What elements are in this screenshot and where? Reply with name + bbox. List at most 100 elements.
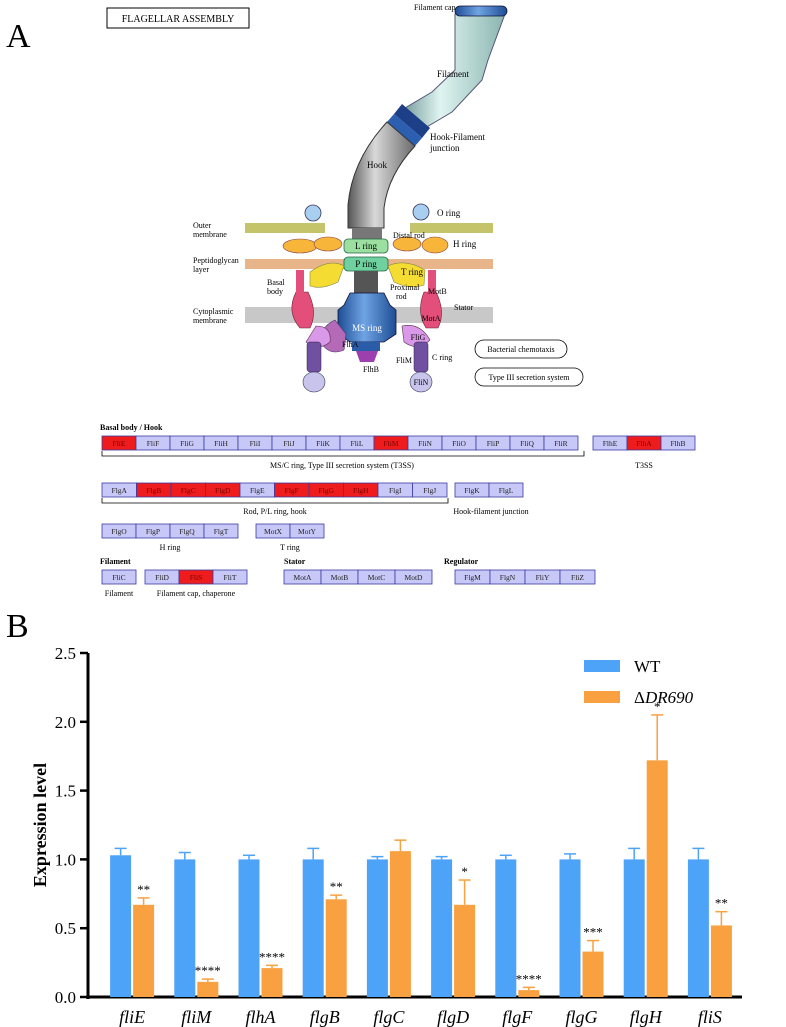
outer-membrane-label-2: membrane [193, 230, 227, 239]
gene-label-flif: FliF [147, 439, 160, 448]
stator-left [291, 291, 314, 329]
significance-label: *** [583, 925, 603, 940]
filament-cap-label: Filament cap [414, 3, 456, 12]
bracket-rod [101, 498, 449, 504]
junction-label-2: junction [429, 143, 460, 153]
title-box [106, 7, 250, 29]
t-ring-right [387, 262, 426, 288]
bar-mutant-flgB [325, 899, 347, 997]
x-tick-label: flgB [310, 1007, 340, 1027]
gene-label-flhe: FlhE [603, 439, 618, 448]
significance-label: * [461, 864, 468, 879]
section-regulator: Regulator [444, 557, 479, 566]
caption-ms-c-ring: MS/C ring, Type III secretion system (T3… [270, 461, 414, 470]
gene-box-moty [289, 523, 325, 539]
flim-label: FliM [396, 356, 412, 365]
gene-label-motb: MotB [331, 573, 349, 582]
gene-label-flgh: FlgH [353, 486, 369, 495]
gene-label-flgp: FlgP [146, 527, 160, 536]
gene-label-flgi: FlgI [389, 486, 402, 495]
bar-wt-flgB [302, 859, 324, 997]
significance-label: ** [137, 882, 150, 897]
peptidoglycan-label-2: layer [193, 265, 209, 274]
caption-t-ring: T ring [280, 543, 300, 552]
bracket-ms-c [101, 451, 585, 457]
bar-mutant-fliS [710, 925, 732, 997]
ms-ring-label: MS ring [352, 323, 382, 333]
significance-label: ** [715, 896, 728, 911]
x-tick-label: flgG [565, 1007, 597, 1027]
caption-h-ring: H ring [160, 543, 181, 552]
outer-membrane-label-1: Outer [193, 221, 212, 230]
gene-label-motx: MotX [264, 527, 283, 536]
proximal-rod-label-2: rod [396, 292, 407, 301]
significance-label: **** [516, 971, 542, 986]
gene-box-flic [101, 569, 137, 585]
gene-label-flii: FliI [250, 439, 261, 448]
bar-mutant-fliM [197, 981, 219, 997]
bar-wt-fliM [174, 859, 196, 997]
bacterial-chemotaxis-text: Bacterial chemotaxis [487, 345, 554, 354]
panel-b-letter: B [6, 608, 29, 645]
gene-label-flip: FliP [487, 439, 500, 448]
gene-label-flin: FliN [418, 439, 432, 448]
l-ring-shape [343, 238, 389, 254]
gene-box-flgl [488, 482, 524, 498]
gene-label-fliq: FliQ [520, 439, 534, 448]
section-stator: Stator [284, 557, 306, 566]
motb-label: MotB [428, 287, 447, 296]
ms-ring-shape [337, 292, 397, 343]
gene-label-flgd: FlgD [215, 486, 231, 495]
y-tick-label: 1.0 [55, 850, 76, 869]
gene-label-flgg: FlgG [319, 486, 335, 495]
gene-label-flit: FliT [224, 573, 237, 582]
x-tick-label: fliM [181, 1007, 212, 1027]
gene-label-flih: FliH [214, 439, 228, 448]
gene-label-flgj: FlgJ [423, 486, 436, 495]
gene-label-flie: FliE [113, 439, 126, 448]
basal-body-label-2: body [267, 287, 283, 296]
gene-label-flga: FlgA [112, 486, 128, 495]
caption-rod: Rod, P/L ring, hook [243, 507, 306, 516]
title-text: FLAGELLAR ASSEMBLY [122, 14, 235, 25]
gene-label-flir: FliR [554, 439, 567, 448]
type3-text: Type III secretion system [489, 373, 571, 382]
gene-label-flgq: FlgQ [179, 527, 195, 536]
x-tick-label: flgC [373, 1007, 405, 1027]
gene-label-flik: FliK [316, 439, 330, 448]
gene-label-flij: FliJ [283, 439, 294, 448]
gene-label-mota: MotA [294, 573, 313, 582]
y-tick-label: 2.5 [55, 644, 76, 663]
distal-rod-label: Distal rod [393, 231, 425, 240]
significance-label: **** [195, 963, 221, 978]
cytoplasmic-label-2: membrane [193, 316, 227, 325]
legend-swatch-mutant [584, 691, 620, 703]
gene-box-motd [394, 569, 433, 585]
significance-label: ** [330, 879, 343, 894]
y-tick-label: 1.5 [55, 782, 76, 801]
x-tick-label: fliS [698, 1007, 722, 1027]
gene-label-flio: FliO [452, 439, 466, 448]
h-ring-label: H ring [453, 239, 477, 249]
gene-label-flhb: FlhB [670, 439, 685, 448]
flhb-label: FlhB [363, 365, 379, 374]
flagellar-assembly-panel: FLAGELLAR ASSEMBLY L ring P ring T [100, 3, 696, 598]
section-basal-body-hook: Basal body / Hook [100, 423, 163, 432]
mota-label: MotA [421, 314, 440, 323]
cytoplasmic-label-1: Cytoplasmic [193, 307, 234, 316]
gene-label-flgt: FlgT [214, 527, 229, 536]
proximal-rod-label-1: Proximal [390, 283, 420, 292]
stator-label: Stator [454, 303, 473, 312]
gene-label-flil: FliL [351, 439, 364, 448]
gene-box-flhb [660, 435, 696, 451]
t-ring-label: T ring [401, 267, 424, 277]
peptidoglycan-label-1: Peptidoglycan [193, 256, 239, 265]
legend-label-mutant: ΔDR690 [634, 688, 694, 707]
h-ring-right [421, 236, 449, 254]
bar-wt-fliS [687, 859, 709, 997]
